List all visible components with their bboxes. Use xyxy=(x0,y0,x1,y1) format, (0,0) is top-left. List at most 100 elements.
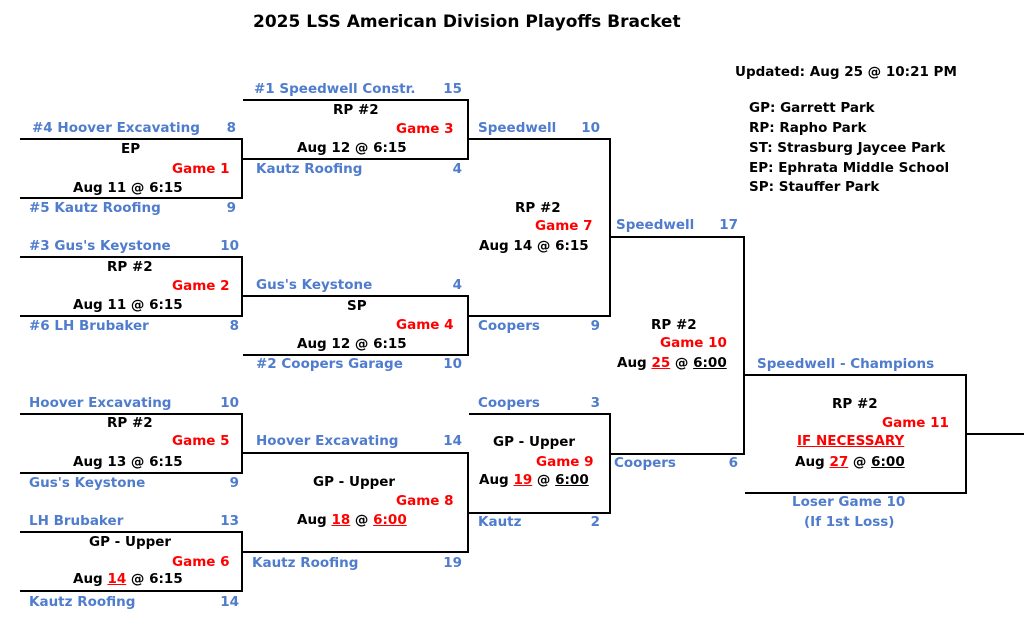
bracket-line xyxy=(243,551,469,553)
date-prefix: Aug xyxy=(795,454,830,470)
bracket-line xyxy=(611,236,745,238)
bracket-line xyxy=(20,472,243,474)
team-name: #5 Kautz Roofing xyxy=(29,200,161,216)
bracket-line xyxy=(469,315,611,317)
bracket-line xyxy=(243,452,469,454)
team-score: 19 xyxy=(443,555,462,571)
game-date: Aug 19 @ 6:00 xyxy=(479,472,589,488)
team-score: 4 xyxy=(452,161,462,177)
game-label: Game 11 xyxy=(882,415,949,431)
date-prefix: Aug xyxy=(617,355,652,371)
loser-game-10-label: Loser Game 10 xyxy=(792,494,906,510)
date-separator: @ xyxy=(848,454,872,470)
date-day: 25 xyxy=(651,355,671,371)
game-date: Aug 12 @ 6:15 xyxy=(297,140,407,156)
date-day: 27 xyxy=(829,454,849,470)
team-score: 14 xyxy=(220,594,239,610)
legend-item: SP: Stauffer Park xyxy=(749,179,880,195)
team-score: 8 xyxy=(229,318,239,334)
game-label: Game 7 xyxy=(535,218,593,234)
bracket-line xyxy=(241,413,243,474)
bracket-line xyxy=(467,295,469,356)
game-date: Aug 14 @ 6:15 xyxy=(73,571,183,587)
team-name: Coopers xyxy=(478,318,540,334)
team-score: 9 xyxy=(590,318,600,334)
legend-item: GP: Garrett Park xyxy=(749,100,875,116)
team-name: Kautz Roofing xyxy=(256,161,363,177)
team-name: #4 Hoover Excavating xyxy=(32,120,200,136)
team-score: 9 xyxy=(226,200,236,216)
game-venue: GP - Upper xyxy=(493,434,576,450)
bracket-line xyxy=(20,315,243,317)
bracket-line xyxy=(20,413,243,415)
game-date: Aug 18 @ 6:00 xyxy=(297,512,407,528)
date-suffix: @ 6:15 xyxy=(126,571,183,587)
team-name: Gus's Keystone xyxy=(256,277,373,293)
team-name: #6 LH Brubaker xyxy=(29,318,149,334)
game-label: Game 9 xyxy=(536,454,594,470)
bracket-line xyxy=(20,531,243,533)
legend-item: RP: Rapho Park xyxy=(749,120,867,136)
bracket-line xyxy=(243,158,469,160)
game-venue: RP #2 xyxy=(515,200,561,216)
bracket-line xyxy=(743,236,745,455)
bracket-line xyxy=(20,197,243,199)
game-venue: RP #2 xyxy=(651,317,697,333)
date-time: 6:00 xyxy=(373,512,407,528)
game-label: Game 4 xyxy=(396,317,454,333)
game-venue: GP - Upper xyxy=(89,534,172,550)
game-label: Game 8 xyxy=(396,493,454,509)
date-day: 14 xyxy=(107,571,127,587)
game-venue: RP #2 xyxy=(832,396,878,412)
game-venue: RP #2 xyxy=(107,259,153,275)
first-loss-note: (If 1st Loss) xyxy=(804,514,895,530)
bracket-line xyxy=(467,99,469,160)
game-date: Aug 25 @ 6:00 xyxy=(617,355,727,371)
bracket-line xyxy=(469,138,611,140)
team-name: Speedwell xyxy=(616,217,695,233)
bracket-line xyxy=(241,138,243,199)
team-name: #3 Gus's Keystone xyxy=(29,238,171,254)
team-score: 13 xyxy=(220,513,239,529)
team-name: Kautz Roofing xyxy=(252,555,359,571)
bracket-line xyxy=(611,453,745,455)
game-venue: SP xyxy=(347,298,367,314)
bracket-line xyxy=(965,433,1024,435)
team-score: 10 xyxy=(220,395,239,411)
team-name: Coopers xyxy=(614,455,676,471)
team-name: Speedwell xyxy=(478,120,557,136)
team-name: Coopers xyxy=(478,395,540,411)
team-score: 17 xyxy=(719,217,738,233)
date-day: 18 xyxy=(331,512,351,528)
bracket-line xyxy=(241,256,243,317)
bracket-line xyxy=(20,138,243,140)
game-label: Game 2 xyxy=(172,278,230,294)
team-name: Kautz xyxy=(478,514,522,530)
bracket-line xyxy=(20,256,243,258)
team-name: #2 Coopers Garage xyxy=(256,356,403,372)
team-score: 4 xyxy=(452,277,462,293)
game-label: Game 5 xyxy=(172,433,230,449)
date-day: 19 xyxy=(513,472,533,488)
bracket-line xyxy=(745,374,967,376)
bracket-line xyxy=(243,295,469,297)
champion-label: Speedwell - Champions xyxy=(757,356,935,372)
date-separator: @ xyxy=(670,355,694,371)
team-name: Gus's Keystone xyxy=(29,475,146,491)
team-name: Hoover Excavating xyxy=(29,395,172,411)
game-date: Aug 14 @ 6:15 xyxy=(479,238,589,254)
team-name: LH Brubaker xyxy=(29,513,124,529)
game-date: Aug 27 @ 6:00 xyxy=(795,454,905,470)
game-label: Game 3 xyxy=(396,121,454,137)
legend-item: ST: Strasburg Jaycee Park xyxy=(749,140,946,156)
date-time: 6:00 xyxy=(871,454,905,470)
date-prefix: Aug xyxy=(73,571,108,587)
bracket-line xyxy=(467,452,469,553)
game-date: Aug 12 @ 6:15 xyxy=(297,336,407,352)
team-score: 9 xyxy=(229,475,239,491)
bracket-line xyxy=(609,413,611,514)
bracket-line xyxy=(20,590,243,592)
bracket-line xyxy=(469,512,611,514)
game-label: Game 6 xyxy=(172,554,230,570)
date-time: 6:00 xyxy=(693,355,727,371)
